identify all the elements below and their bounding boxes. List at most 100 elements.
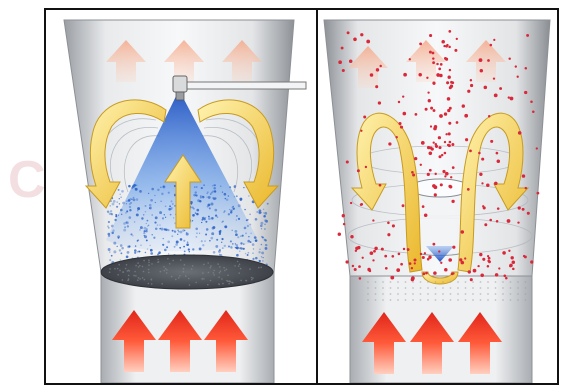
spray-droplet [172,230,174,232]
plate-perforation [249,268,251,270]
spray-droplet [174,246,176,248]
spray-droplet [165,228,167,230]
coating-particle [438,146,441,149]
plate-perforation [191,268,193,270]
plate-perforation [397,299,399,301]
plate-perforation [138,277,140,279]
coating-particle [428,256,431,259]
plate-perforation [185,275,187,277]
plate-perforation [525,281,527,283]
coating-particle [428,99,431,102]
plate-perforation [128,275,130,277]
spray-droplet [149,245,150,246]
coating-particle [432,57,434,59]
plate-perforation [442,287,444,289]
coating-particle [365,166,367,168]
plate-perforation [457,281,459,283]
spray-droplet [242,235,244,237]
plate-perforation [142,266,144,268]
coating-particle [481,158,484,161]
spray-droplet [109,259,111,261]
plate-perforation [210,265,212,267]
plate-perforation [390,287,392,289]
spray-droplet [161,228,164,231]
spray-droplet [171,200,173,202]
plate-perforation [228,283,230,285]
panel-wurster [318,10,557,383]
plate-perforation [427,287,429,289]
plate-perforation [495,299,497,301]
plate-perforation [252,277,254,279]
spray-droplet [205,217,206,218]
coating-particle [507,219,511,223]
spray-droplet [116,201,117,202]
plate-perforation [442,299,444,301]
spray-droplet [113,250,116,253]
spray-droplet [213,187,216,190]
spray-droplet [108,235,110,237]
plate-perforation [213,274,215,276]
plate-perforation [487,299,489,301]
plate-perforation [143,271,145,273]
coating-particle [423,273,426,276]
coating-particle [449,185,452,188]
spray-droplet [248,195,249,196]
plate-perforation [510,299,512,301]
plate-perforation [487,293,489,295]
spray-droplet [219,254,220,255]
coating-particle [338,60,342,64]
coating-particle [432,184,436,188]
spray-droplet [162,217,164,219]
spray-droplet [240,247,242,249]
spray-droplet [264,212,267,215]
spray-droplet [151,214,153,216]
panel-spray-nozzle-svg [46,10,316,383]
coating-particle [425,272,428,275]
coating-particle [464,114,468,118]
coating-particle [346,160,349,163]
spray-droplet [237,236,239,238]
plate-perforation [148,264,150,266]
spray-droplet [195,228,198,231]
plate-perforation [202,272,204,274]
coating-particle [412,174,415,177]
coating-particle [480,274,484,278]
spray-droplet [209,207,211,209]
coating-particle [480,69,483,72]
spray-droplet [252,252,253,253]
coating-particle [462,104,465,107]
coating-particle [396,136,398,138]
plate-perforation [226,269,228,271]
coating-particle [435,143,438,146]
coating-particle [392,224,395,227]
spray-droplet [235,243,236,244]
plate-perforation [125,268,127,270]
spray-droplet [184,250,186,252]
spray-droplet [186,243,189,246]
spray-droplet [162,244,164,246]
spray-droplet [126,210,128,212]
plate-perforation [171,276,173,278]
coating-particle [459,258,462,261]
coating-particle [494,94,498,98]
spray-droplet [254,236,257,239]
coating-particle [390,276,394,280]
spray-droplet [236,219,237,220]
plate-perforation [166,269,168,271]
spray-droplet [126,200,128,202]
coating-particle [448,76,451,79]
spray-droplet [130,233,132,235]
spray-droplet [135,245,136,246]
spray-droplet [184,230,185,231]
spray-droplet [238,204,241,207]
coating-particle [487,59,490,62]
coating-particle [362,257,364,259]
plate-perforation [239,264,241,266]
spray-droplet [134,252,136,254]
coating-particle [444,152,447,155]
coating-particle [409,58,411,60]
coating-particle [525,187,527,189]
plate-perforation [166,272,168,274]
spray-droplet [229,186,231,188]
spray-droplet [140,244,142,246]
